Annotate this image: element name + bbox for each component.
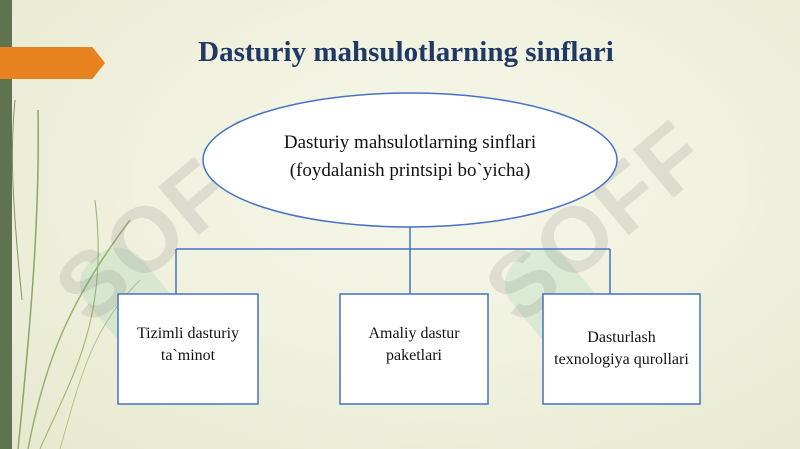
orange-arrow-accent: [0, 47, 105, 79]
child-box-1: [117, 293, 259, 405]
child-label-1: Tizimli dasturiy ta`minot: [118, 323, 258, 367]
slide-title: Dasturiy mahsulotlarning sinflari: [198, 36, 614, 68]
child-1-line-2: ta`minot: [160, 347, 216, 364]
root-ellipse: [202, 92, 618, 228]
child-label-3: Dasturlash texnologiya qurollari: [543, 327, 700, 371]
child-1-line-1: Tizimli dasturiy: [136, 325, 240, 342]
child-label-2: Amaliy dastur paketlari: [340, 323, 488, 367]
left-accent-bar: [0, 0, 12, 449]
child-3-line-1: Dasturlash: [587, 329, 656, 346]
child-box-2: [339, 293, 489, 405]
child-2-line-2: paketlari: [386, 347, 442, 364]
root-line-1: Dasturiy mahsulotlarning sinflari: [283, 132, 537, 153]
child-2-line-1: Amaliy dastur: [368, 325, 460, 342]
child-3-line-2: texnologiya qurollari: [554, 351, 689, 368]
root-line-2: (foydalanish printsipi bo`yicha): [289, 160, 531, 181]
child-box-3: [542, 293, 701, 405]
root-node-label: Dasturiy mahsulotlarning sinflari (foyda…: [210, 129, 610, 185]
